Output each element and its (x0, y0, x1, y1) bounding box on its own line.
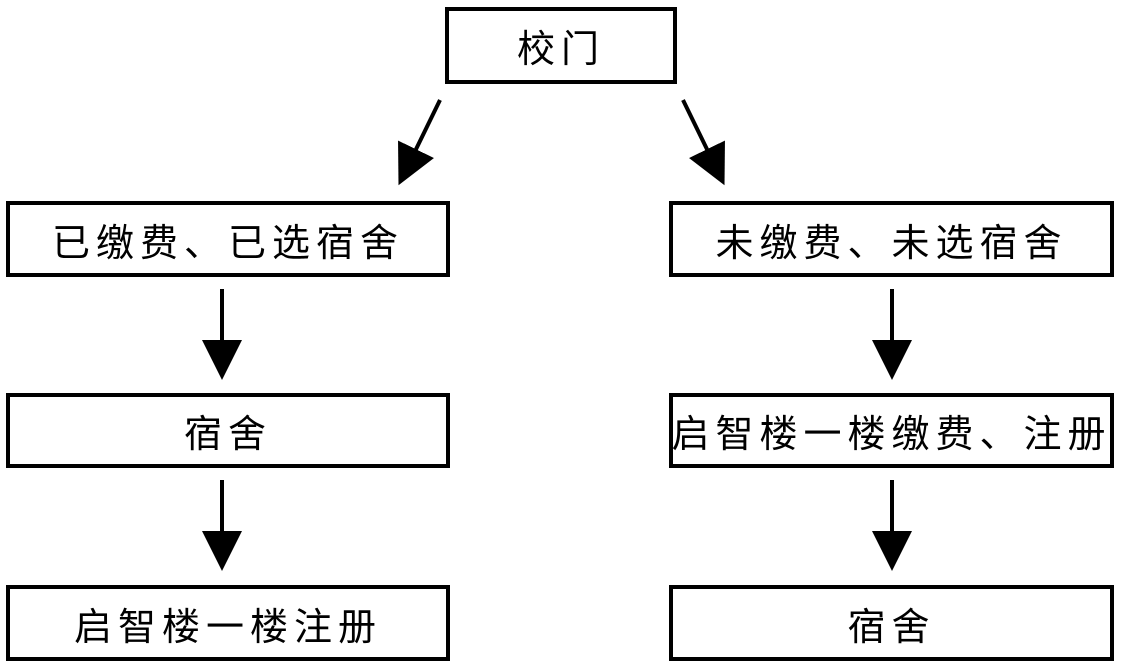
node-paid-dorm-selected: 已缴费、已选宿舍 (6, 201, 450, 277)
node-left-dormitory: 宿舍 (6, 393, 450, 468)
node-school-gate-label: 校门 (516, 27, 605, 71)
node-right-dormitory: 宿舍 (669, 585, 1114, 661)
arrow-gate-to-right (681, 99, 725, 186)
arrow-gate-to-left (398, 99, 442, 186)
node-right-payment-registration-label: 启智楼一楼缴费、注册 (671, 412, 1112, 456)
node-paid-dorm-selected-label: 已缴费、已选宿舍 (51, 220, 404, 265)
node-school-gate: 校门 (445, 7, 677, 84)
node-left-dormitory-label: 宿舍 (183, 412, 272, 456)
node-unpaid-dorm-unselected-label: 未缴费、未选宿舍 (715, 220, 1068, 265)
node-right-payment-registration: 启智楼一楼缴费、注册 (669, 393, 1114, 468)
node-left-registration: 启智楼一楼注册 (6, 585, 450, 661)
node-right-dormitory-label: 宿舍 (847, 604, 936, 649)
node-unpaid-dorm-unselected: 未缴费、未选宿舍 (669, 201, 1114, 277)
node-left-registration-label: 启智楼一楼注册 (73, 604, 382, 649)
